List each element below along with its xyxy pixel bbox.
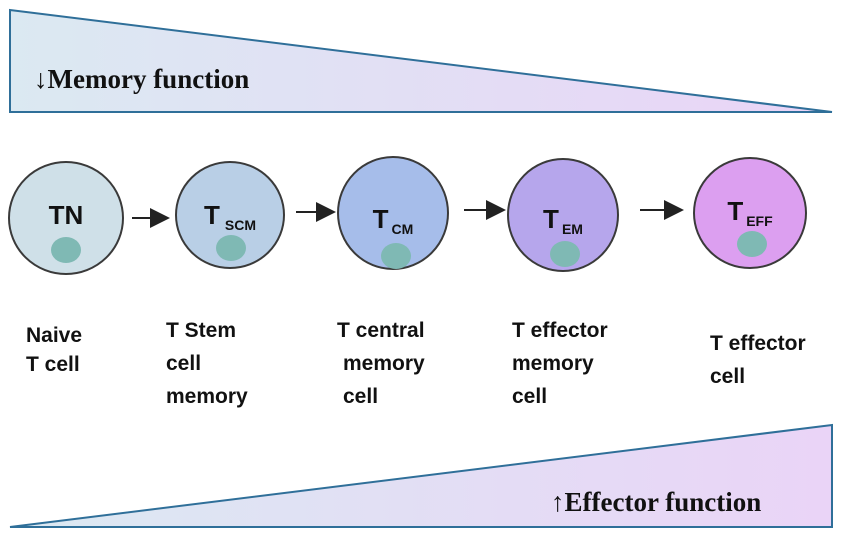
effector-cell-label: T effector cell [710,332,812,388]
memory-function-banner: ↓Memory function [9,8,833,113]
effector-function-banner: ↑Effector function [9,423,833,528]
naive-t-cell-label: Naive T cell [26,324,88,376]
central-memory-label: T central memory cell [337,319,431,408]
down-arrow-icon: ↓ [34,64,48,94]
cell-body [337,156,449,270]
cell-body [693,157,807,269]
memory-function-wedge [9,8,833,113]
cell-symbol: TN [49,200,84,230]
cell-nucleus [550,241,580,267]
effector-function-label: ↑Effector function [551,487,761,517]
cell-nucleus [51,237,81,263]
cell-body [507,158,619,272]
cell-labels: Naive T cell T Stem cell memory T centra… [26,319,812,408]
memory-function-label: ↓Memory function [34,64,249,94]
up-arrow-icon: ↑ [551,487,565,517]
cell-nucleus [216,235,246,261]
cell-nucleus [737,231,767,257]
effector-memory-label: T effector memory cell [512,319,614,408]
effector-function-wedge [9,423,833,528]
cell-body [175,161,285,269]
stem-cell-memory-label: T Stem cell memory [166,319,248,408]
naive-t-cell: TN [8,161,124,275]
cell-body [8,161,124,275]
cell-nucleus [381,243,411,269]
